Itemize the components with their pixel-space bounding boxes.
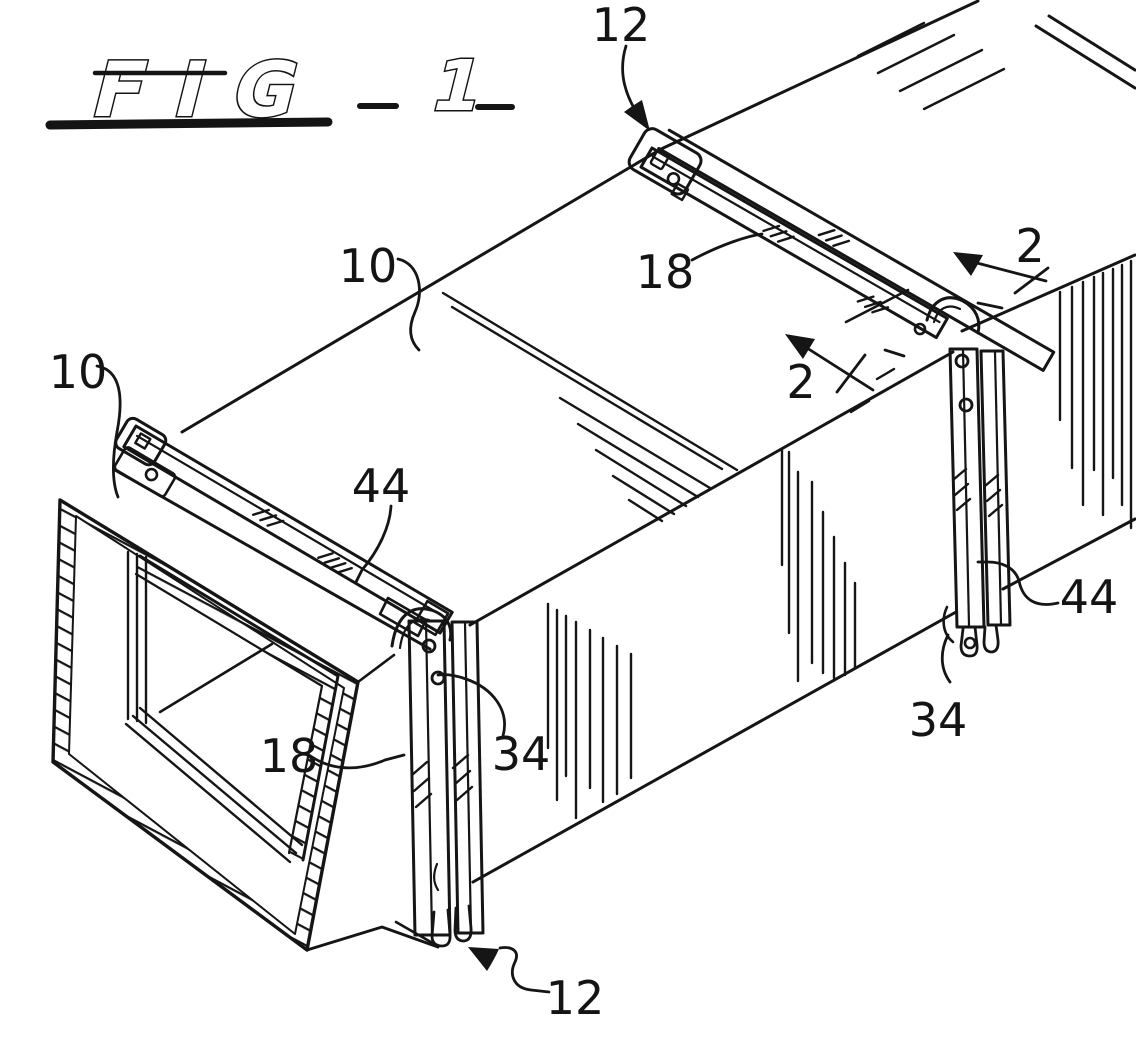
ref-numeral-34-left: 34 <box>492 727 551 781</box>
opening-left-edge <box>126 550 148 725</box>
ref-numeral-18-left: 18 <box>260 729 319 783</box>
mid-corner-bracket <box>925 296 981 335</box>
far-duct-section <box>657 0 1136 591</box>
near-duct-section <box>113 150 958 884</box>
mid-joint-rail <box>627 127 1056 372</box>
ref-numeral-44-right: 44 <box>1060 570 1119 624</box>
reference-numerals: 12 10 10 18 2 2 44 44 34 34 18 12 <box>49 0 1119 1025</box>
section-arrowhead-left <box>785 334 815 359</box>
front-rail-crimps <box>410 753 474 809</box>
ref-numeral-34-right: 34 <box>909 693 968 747</box>
side-face-shading-front <box>546 602 633 820</box>
ref-numeral-12-top: 12 <box>592 0 651 52</box>
front-corner-bolt-upper <box>421 638 437 654</box>
ref-numeral-12-bottom: 12 <box>546 971 605 1025</box>
duct-assembly <box>51 0 1136 994</box>
front-flange-rail <box>113 416 454 637</box>
front-corner-bolt-lower <box>430 670 446 686</box>
figure-title: FIG 1 <box>45 44 515 136</box>
front-vertical-rails <box>378 596 485 948</box>
side-face-shading-mid <box>780 448 857 683</box>
ref-numeral-44-left: 44 <box>352 459 411 513</box>
leader-44-right <box>976 560 1060 606</box>
ref-numeral-10-mid: 10 <box>339 239 398 293</box>
mid-corner-bolt-upper <box>954 353 970 369</box>
ref-numeral-10-left: 10 <box>49 345 108 399</box>
leader-34-right <box>940 633 952 684</box>
section-line-arrows <box>785 252 1050 414</box>
section-arrowhead-right <box>953 252 983 276</box>
far-side-shading <box>1058 259 1133 530</box>
leader-44-left <box>354 504 393 584</box>
leader-34-left <box>436 673 506 738</box>
duct-interior-line <box>158 642 274 714</box>
title-underline <box>45 117 333 130</box>
leader-10-mid <box>396 257 421 352</box>
front-corner-bracket <box>390 607 453 648</box>
top-face-shading <box>441 291 739 523</box>
leader-lines <box>95 44 1060 994</box>
ref-numeral-2-right: 2 <box>1015 219 1044 273</box>
ref-numeral-18-top: 18 <box>636 245 695 299</box>
section-arrow-left-shaft <box>805 346 875 392</box>
leader-12-bottom <box>498 946 551 994</box>
leader-10-left <box>95 364 122 499</box>
section-arrow-right-tick <box>1013 266 1050 295</box>
figure-title-number: 1 <box>423 45 492 127</box>
mid-rail-crimps <box>951 467 1004 518</box>
mid-vertical-rails <box>913 296 1012 658</box>
ref-numeral-2-left: 2 <box>786 355 815 409</box>
front-bottom-bracket <box>430 904 473 948</box>
leader-18-left <box>310 753 406 770</box>
section-arrow-left-tick <box>835 353 867 394</box>
mid-bottom-bracket <box>959 623 1000 658</box>
opening-bottom-edge <box>124 706 304 864</box>
front-flange-frame <box>51 498 440 952</box>
leader-18-top <box>690 232 764 262</box>
mid-corner-bolt-lower <box>958 397 974 413</box>
arrowhead-12-top <box>624 100 650 131</box>
arrowhead-12-bottom <box>468 947 499 971</box>
